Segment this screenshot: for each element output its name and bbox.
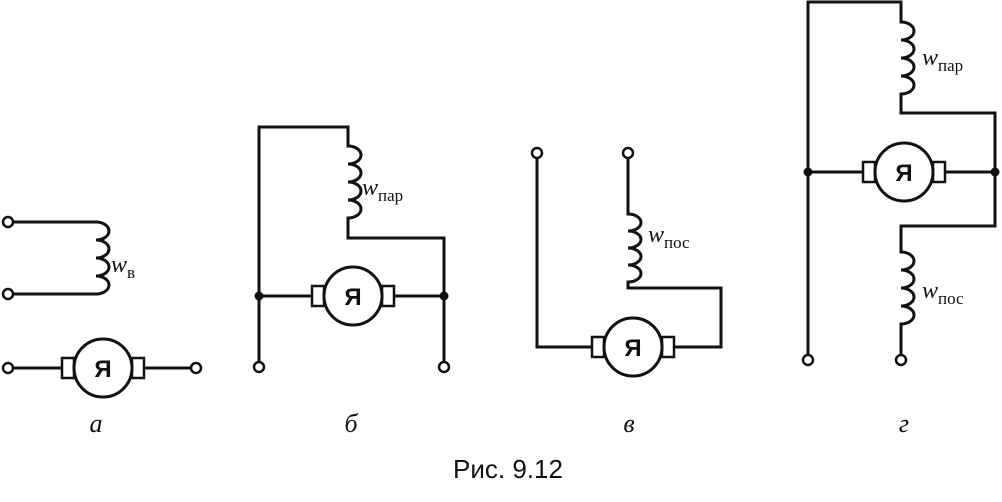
winding-label: wпар: [922, 45, 963, 75]
panel-label-b: б: [344, 409, 358, 438]
armature-label: Я: [624, 335, 641, 362]
brush: [130, 356, 146, 380]
brush: [660, 335, 676, 359]
parallel-winding-coil: [347, 144, 363, 220]
excitation-winding-coil: [95, 220, 111, 296]
junction-node: [990, 167, 1000, 177]
wire: [806, 0, 903, 357]
terminal: [1, 215, 15, 229]
brush: [931, 160, 947, 184]
armature: [322, 265, 384, 327]
terminal: [894, 353, 908, 367]
brush: [310, 284, 326, 308]
winding-label: wпар: [362, 175, 403, 205]
terminal: [530, 146, 544, 160]
junction-node: [254, 291, 264, 301]
winding-label: wпос: [922, 278, 964, 308]
armature-label: Я: [94, 356, 111, 383]
terminal: [437, 360, 451, 374]
panel-label-c: в: [623, 409, 634, 438]
panel-label-a: а: [90, 409, 103, 438]
series-winding-coil: [627, 212, 643, 284]
armature: [602, 316, 664, 378]
wire: [626, 280, 723, 349]
junction-node: [439, 291, 449, 301]
brush: [590, 335, 606, 359]
brush: [60, 356, 76, 380]
panel-d: Я wпар wпос г: [801, 0, 1000, 438]
panel-label-d: г: [899, 409, 909, 438]
terminal: [1, 287, 15, 301]
brush: [380, 284, 396, 308]
terminal: [621, 146, 635, 160]
panel-a: wв Я а: [1, 215, 203, 438]
panel-c: Я wпос в: [530, 146, 723, 438]
terminal: [801, 353, 815, 367]
armature-label: Я: [344, 284, 361, 311]
terminal: [1, 361, 15, 375]
armature-label: Я: [895, 160, 912, 187]
figure-caption: Рис. 9.12: [453, 454, 563, 484]
parallel-winding-coil: [900, 20, 916, 96]
brush: [861, 160, 877, 184]
armature: [873, 141, 935, 203]
terminal: [189, 361, 203, 375]
panel-b: Я wпар б: [252, 125, 451, 438]
series-winding-coil: [900, 250, 916, 326]
armature: [72, 337, 134, 399]
winding-label: wпос: [648, 222, 690, 252]
junction-node: [803, 167, 813, 177]
wire: [535, 156, 594, 349]
wire: [257, 125, 350, 364]
winding-label: wв: [111, 252, 135, 282]
terminal: [252, 360, 266, 374]
